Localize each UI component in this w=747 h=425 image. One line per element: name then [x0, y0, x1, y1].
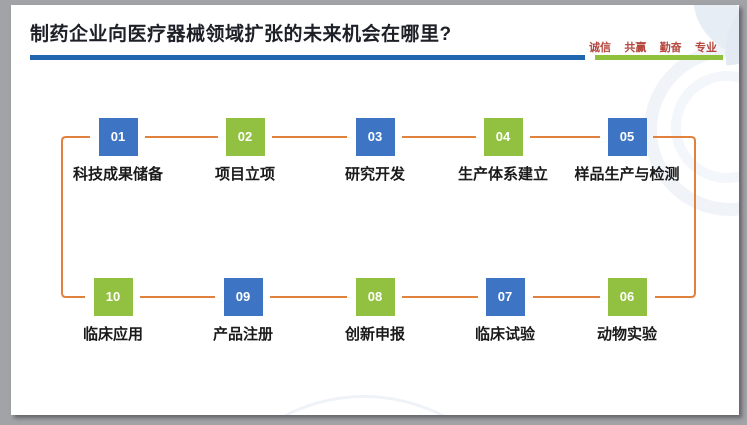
step-label: 产品注册: [212, 326, 273, 343]
slogan-word: 勤奋: [659, 42, 682, 54]
step-number-badge: 01: [98, 118, 138, 156]
slide-title: 制药企业向医疗器械领域扩张的未来机会在哪里?: [30, 24, 452, 45]
slogan-word: 诚信: [589, 42, 611, 54]
flow-step-10: 10 临床应用: [43, 278, 183, 344]
flow-step-07: 07 临床试验: [435, 278, 575, 344]
step-number-badge: 03: [355, 118, 395, 156]
step-label: 动物实验: [596, 326, 657, 343]
flow-step-03: 03 研究开发: [305, 118, 445, 184]
flow-step-06: 06 动物实验: [557, 278, 697, 344]
flow-step-01: 01 科技成果储备: [48, 118, 188, 184]
step-number-badge: 06: [607, 278, 647, 316]
slogan-word: 专业: [694, 42, 717, 54]
step-label: 科技成果储备: [72, 166, 163, 183]
step-label: 创新申报: [344, 326, 405, 343]
step-label: 临床试验: [474, 326, 535, 343]
step-number-badge: 10: [93, 278, 133, 316]
step-number-badge: 05: [607, 118, 647, 156]
step-label: 项目立项: [214, 166, 275, 183]
company-slogan: 诚信 共赢 勤奋 专业: [589, 39, 717, 55]
title-underline-green: [595, 55, 723, 60]
slide: 制药企业向医疗器械领域扩张的未来机会在哪里? 诚信 共赢 勤奋 专业 01 科: [11, 5, 739, 415]
title-underline-blue: [30, 55, 585, 60]
flow-connector-lines: [61, 136, 696, 298]
step-label: 临床应用: [82, 326, 143, 343]
flow-step-08: 08 创新申报: [305, 278, 445, 344]
step-number-badge: 02: [225, 118, 265, 156]
step-number-badge: 07: [485, 278, 525, 316]
flow-step-02: 02 项目立项: [175, 118, 315, 184]
flow-step-05: 05 样品生产与检测: [557, 118, 697, 184]
step-label: 样品生产与检测: [574, 166, 680, 183]
slogan-word: 共赢: [624, 42, 647, 54]
step-number-badge: 04: [483, 118, 523, 156]
step-label: 研究开发: [344, 166, 405, 183]
flow-step-04: 04 生产体系建立: [433, 118, 573, 184]
step-number-badge: 08: [355, 278, 395, 316]
step-label: 生产体系建立: [457, 166, 548, 183]
step-number-badge: 09: [223, 278, 263, 316]
flow-step-09: 09 产品注册: [173, 278, 313, 344]
